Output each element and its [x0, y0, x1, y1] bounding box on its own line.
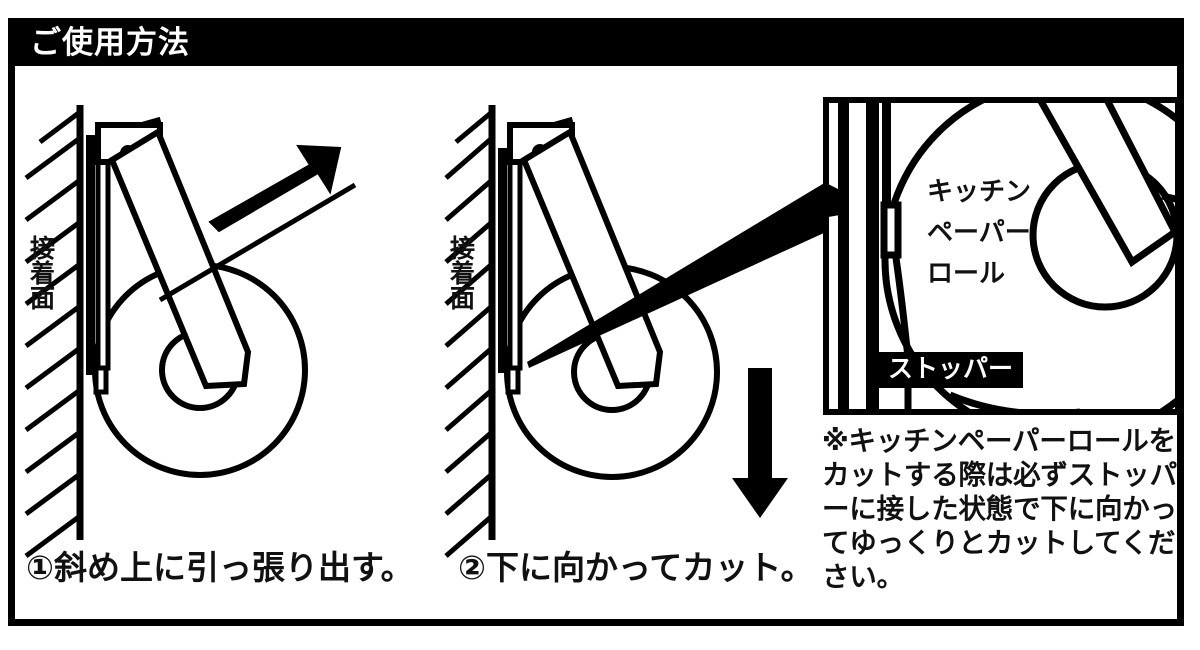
- usage-note: ※キッチンペーパーロールをカットする際は必ずストッパーに接した状態で下に向かって…: [822, 425, 1177, 593]
- inset-paper-path-lower: [948, 391, 1080, 409]
- adhesive-strip-1: [86, 135, 95, 375]
- wall-hatching-1: [24, 110, 82, 559]
- inset-wall-bar-1: [838, 103, 849, 409]
- pull-arrow-1: [208, 144, 342, 233]
- wall-hatching-2: [444, 110, 494, 558]
- inset-wedge-tip: [829, 184, 840, 217]
- adhesive-strip-2: [498, 148, 507, 373]
- inset-wall-bar-2: [866, 103, 879, 409]
- bracket-backplate-1: [95, 142, 111, 371]
- inset-stopper-label: ストッパー: [878, 352, 1024, 388]
- cut-arrow-2: [732, 368, 788, 518]
- title-bar: ご使用方法: [8, 18, 1184, 66]
- paper-sheet-wedge-2: [527, 182, 826, 368]
- inset-arm-edge: [1161, 192, 1175, 203]
- wall-label-panel-2: 接着面: [446, 235, 476, 310]
- inset-roll-label: キッチン ペーパー ロール: [927, 177, 1032, 289]
- bracket-backplate-2: [507, 142, 523, 371]
- caption-step-2: ②下に向かってカット。: [458, 548, 814, 587]
- inset-stopper-tab: [880, 201, 902, 259]
- inset-bracket-bar: [882, 103, 891, 263]
- stopper-tab-1: [93, 365, 109, 395]
- paper-sheet-line-1: [158, 182, 357, 303]
- panel-1-illustration: [24, 105, 357, 559]
- support-arm-1: [108, 127, 252, 390]
- caption-step-1: ①斜め上に引っ張り出す。: [26, 548, 414, 587]
- panel-2-illustration: [444, 105, 826, 558]
- stopper-tab-2: [505, 365, 521, 395]
- page-title: ご使用方法: [30, 25, 190, 61]
- bracket-nub-1: [139, 116, 163, 128]
- inset-arm-bar: [1037, 103, 1175, 268]
- wall-label-panel-1: 接着面: [26, 235, 56, 310]
- cut-arrow-shape-2: [732, 368, 788, 518]
- inset-detail: [823, 97, 1181, 415]
- bracket-nub-2: [551, 116, 575, 128]
